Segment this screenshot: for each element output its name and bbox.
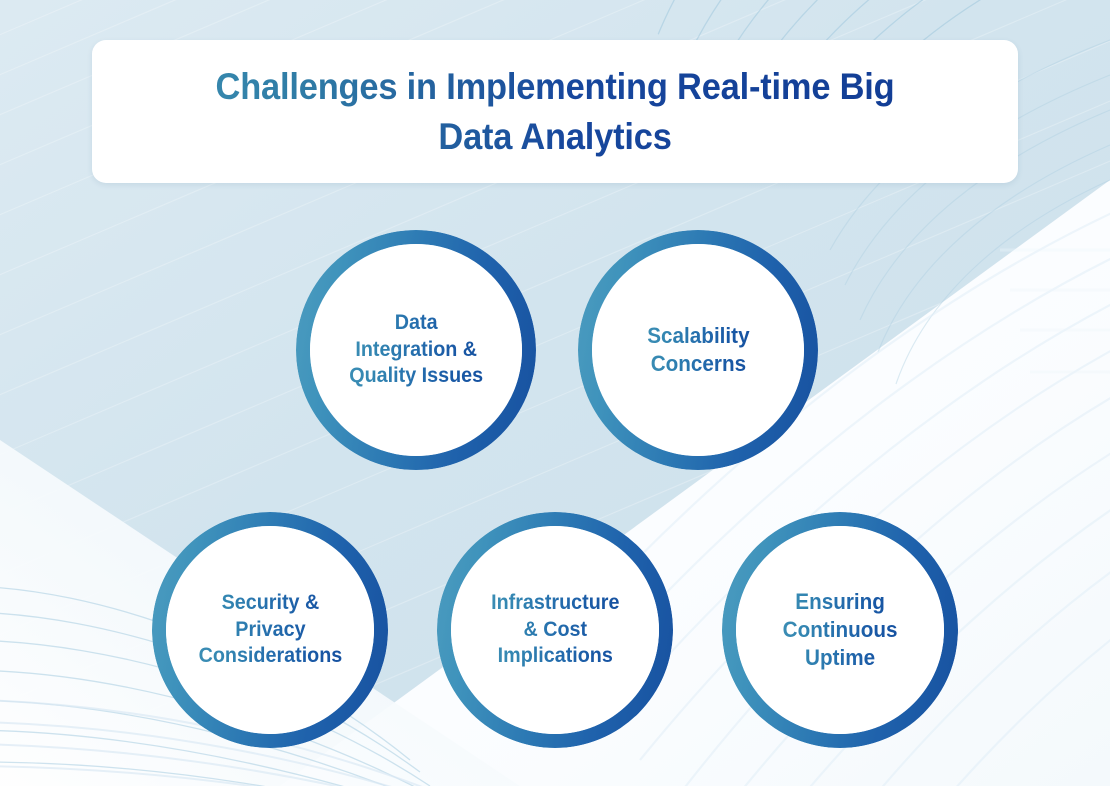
- page-title: Challenges in Implementing Real-time Big…: [199, 62, 911, 162]
- circle-label: Security & Privacy Considerations: [193, 590, 348, 669]
- challenge-circle-scalability-concerns[interactable]: Scalability Concerns: [578, 230, 818, 470]
- circle-label: Infrastructure & Cost Implications: [485, 590, 625, 669]
- challenge-circle-infrastructure-cost-implications[interactable]: Infrastructure & Cost Implications: [437, 512, 673, 748]
- circle-inner: Scalability Concerns: [592, 244, 804, 456]
- circle-inner: Security & Privacy Considerations: [166, 526, 374, 734]
- challenge-circle-security-privacy-considerations[interactable]: Security & Privacy Considerations: [152, 512, 388, 748]
- challenge-circle-ensuring-continuous-uptime[interactable]: Ensuring Continuous Uptime: [722, 512, 958, 748]
- circle-inner: Ensuring Continuous Uptime: [736, 526, 944, 734]
- circle-label: Ensuring Continuous Uptime: [777, 588, 903, 671]
- circle-inner: Infrastructure & Cost Implications: [451, 526, 659, 734]
- circle-label: Scalability Concerns: [641, 322, 755, 377]
- circle-label: Data Integration & Quality Issues: [343, 310, 488, 389]
- title-card: Challenges in Implementing Real-time Big…: [92, 40, 1018, 183]
- challenge-circle-data-integration-quality-issues[interactable]: Data Integration & Quality Issues: [296, 230, 536, 470]
- circle-inner: Data Integration & Quality Issues: [310, 244, 522, 456]
